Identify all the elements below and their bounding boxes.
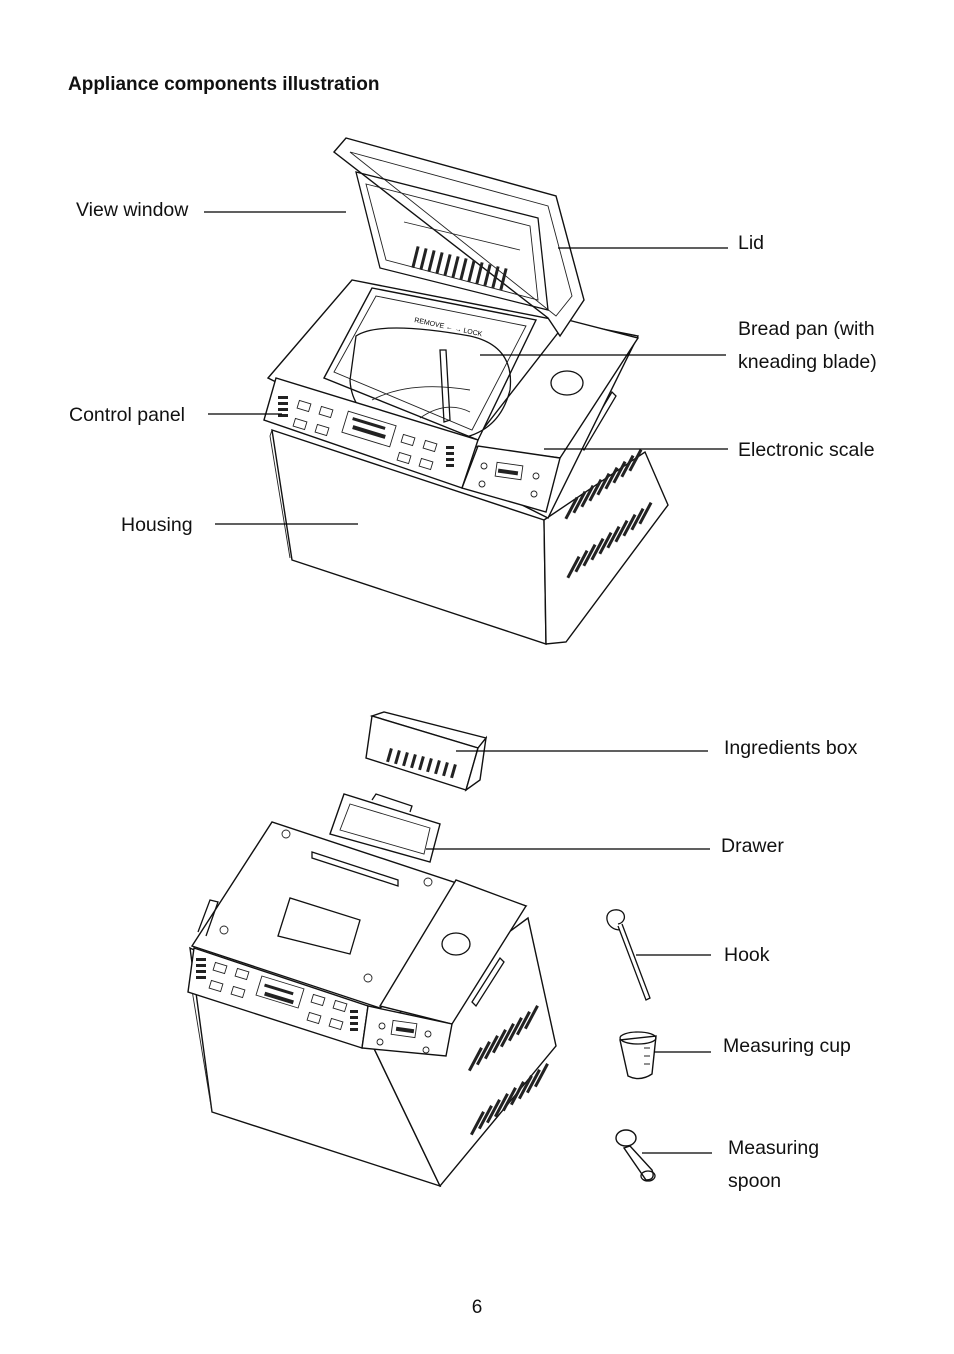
- measuring-cup-drawing: [620, 1032, 656, 1079]
- page-title: Appliance components illustration: [68, 74, 380, 95]
- measuring-spoon-drawing: [616, 1130, 655, 1181]
- label-lid: Lid: [738, 232, 765, 254]
- ingredients-box-drawing: [366, 712, 486, 790]
- bread-pan-drawing: REMOVE ← → LOCK: [324, 288, 536, 440]
- label-hook: Hook: [724, 944, 770, 966]
- lid-drawing: [334, 138, 584, 336]
- label-ingredients-box: Ingredients box: [724, 737, 858, 759]
- label-bread-pan-line1: Bread pan (with: [738, 318, 875, 340]
- hook-drawing: [607, 910, 650, 1000]
- housing-drawing: [270, 392, 668, 644]
- label-measuring-spoon-line1: Measuring: [728, 1137, 820, 1159]
- figure-closed-bread-maker: [188, 712, 556, 1186]
- label-bread-pan-line2: kneading blade): [738, 351, 877, 373]
- label-measuring-cup: Measuring cup: [723, 1035, 851, 1057]
- control-panel-drawing: [264, 378, 560, 512]
- label-control-panel: Control panel: [69, 404, 185, 426]
- label-view-window: View window: [76, 199, 189, 221]
- label-measuring-spoon-line2: spoon: [728, 1170, 782, 1192]
- leader-lines: [204, 212, 728, 1153]
- drawer-drawing: [330, 794, 440, 862]
- label-drawer: Drawer: [721, 835, 784, 857]
- figure-open-bread-maker: REMOVE ← → LOCK: [264, 138, 668, 644]
- label-electronic-scale: Electronic scale: [738, 439, 875, 461]
- label-housing: Housing: [121, 514, 193, 536]
- page-number: 6: [471, 1297, 483, 1318]
